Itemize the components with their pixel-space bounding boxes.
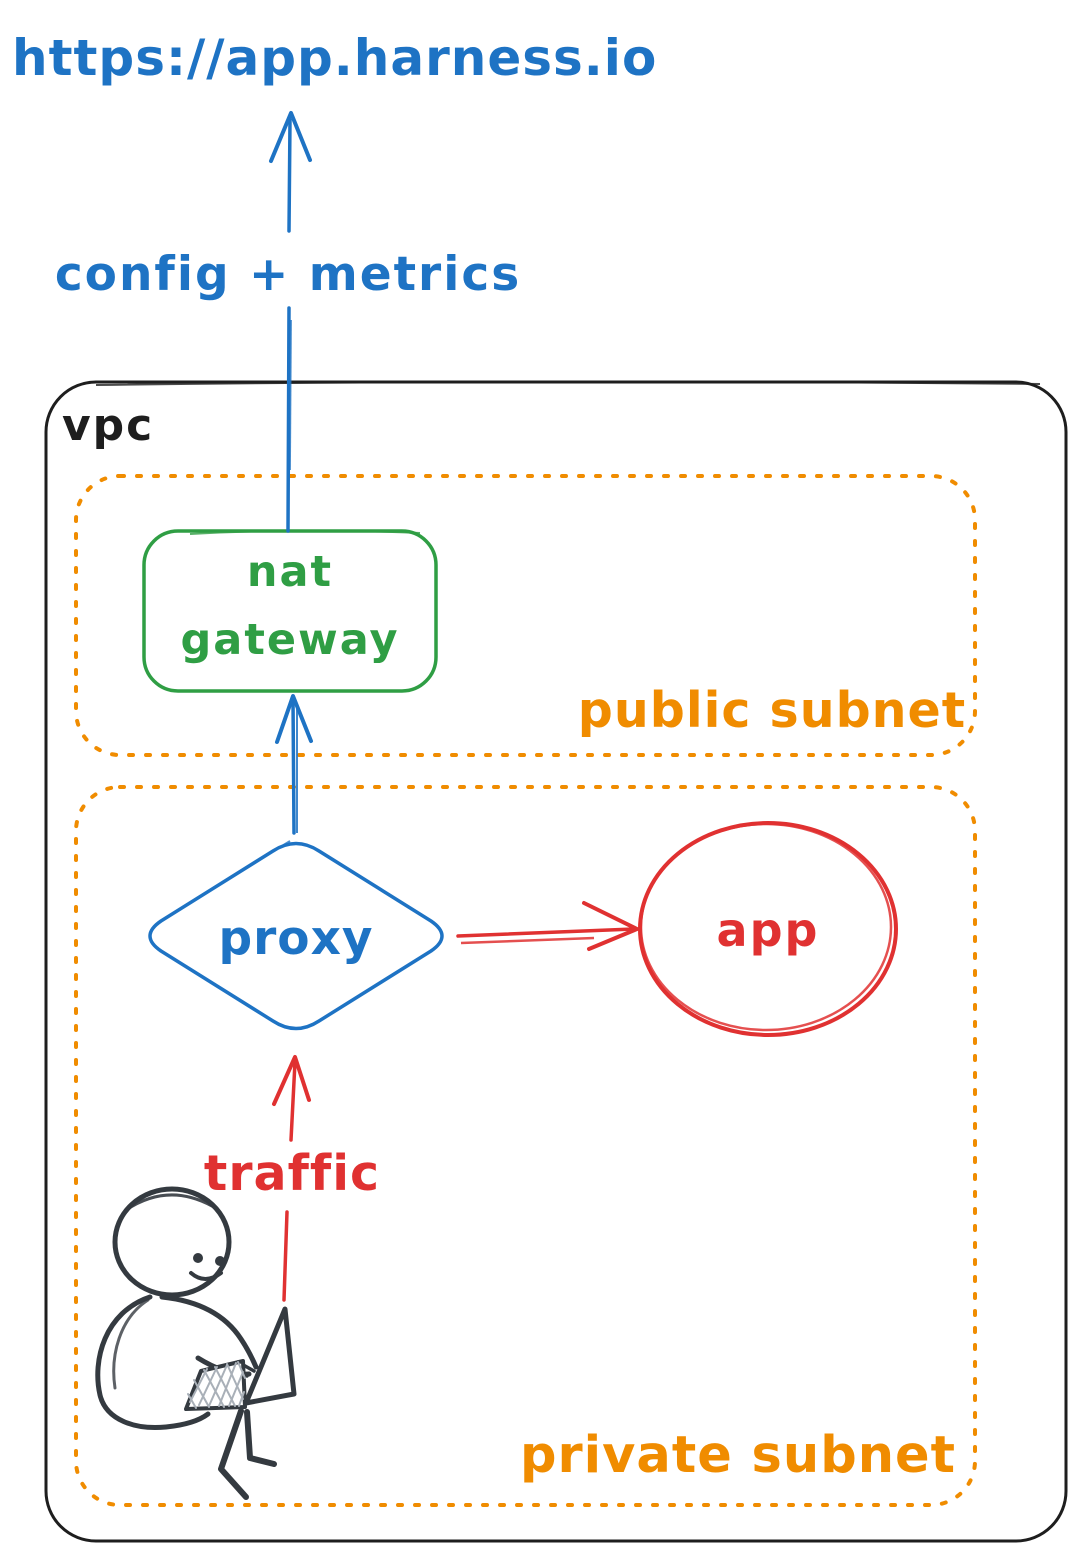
traffic-arrow [272, 1055, 311, 1302]
proxy-diamond [148, 841, 444, 1031]
proxy-to-app-arrow [456, 901, 639, 951]
proxy-diamond-sketch-overdraw [209, 840, 291, 891]
nat-gateway-box [142, 529, 438, 693]
public-subnet-region [74, 474, 977, 757]
proxy-to-nat-gateway-arrow [275, 694, 313, 835]
private-subnet-region [74, 785, 977, 1507]
vpc-box [44, 380, 1068, 1543]
app-circle-sketch-overdraw [639, 822, 893, 1032]
person-with-laptop-icon [95, 1186, 297, 1500]
config-metrics-arrow [269, 111, 312, 533]
vpc-box-sketch-overdraw [95, 380, 1041, 386]
nat-gateway-box-sketch-overdraw [189, 529, 421, 535]
